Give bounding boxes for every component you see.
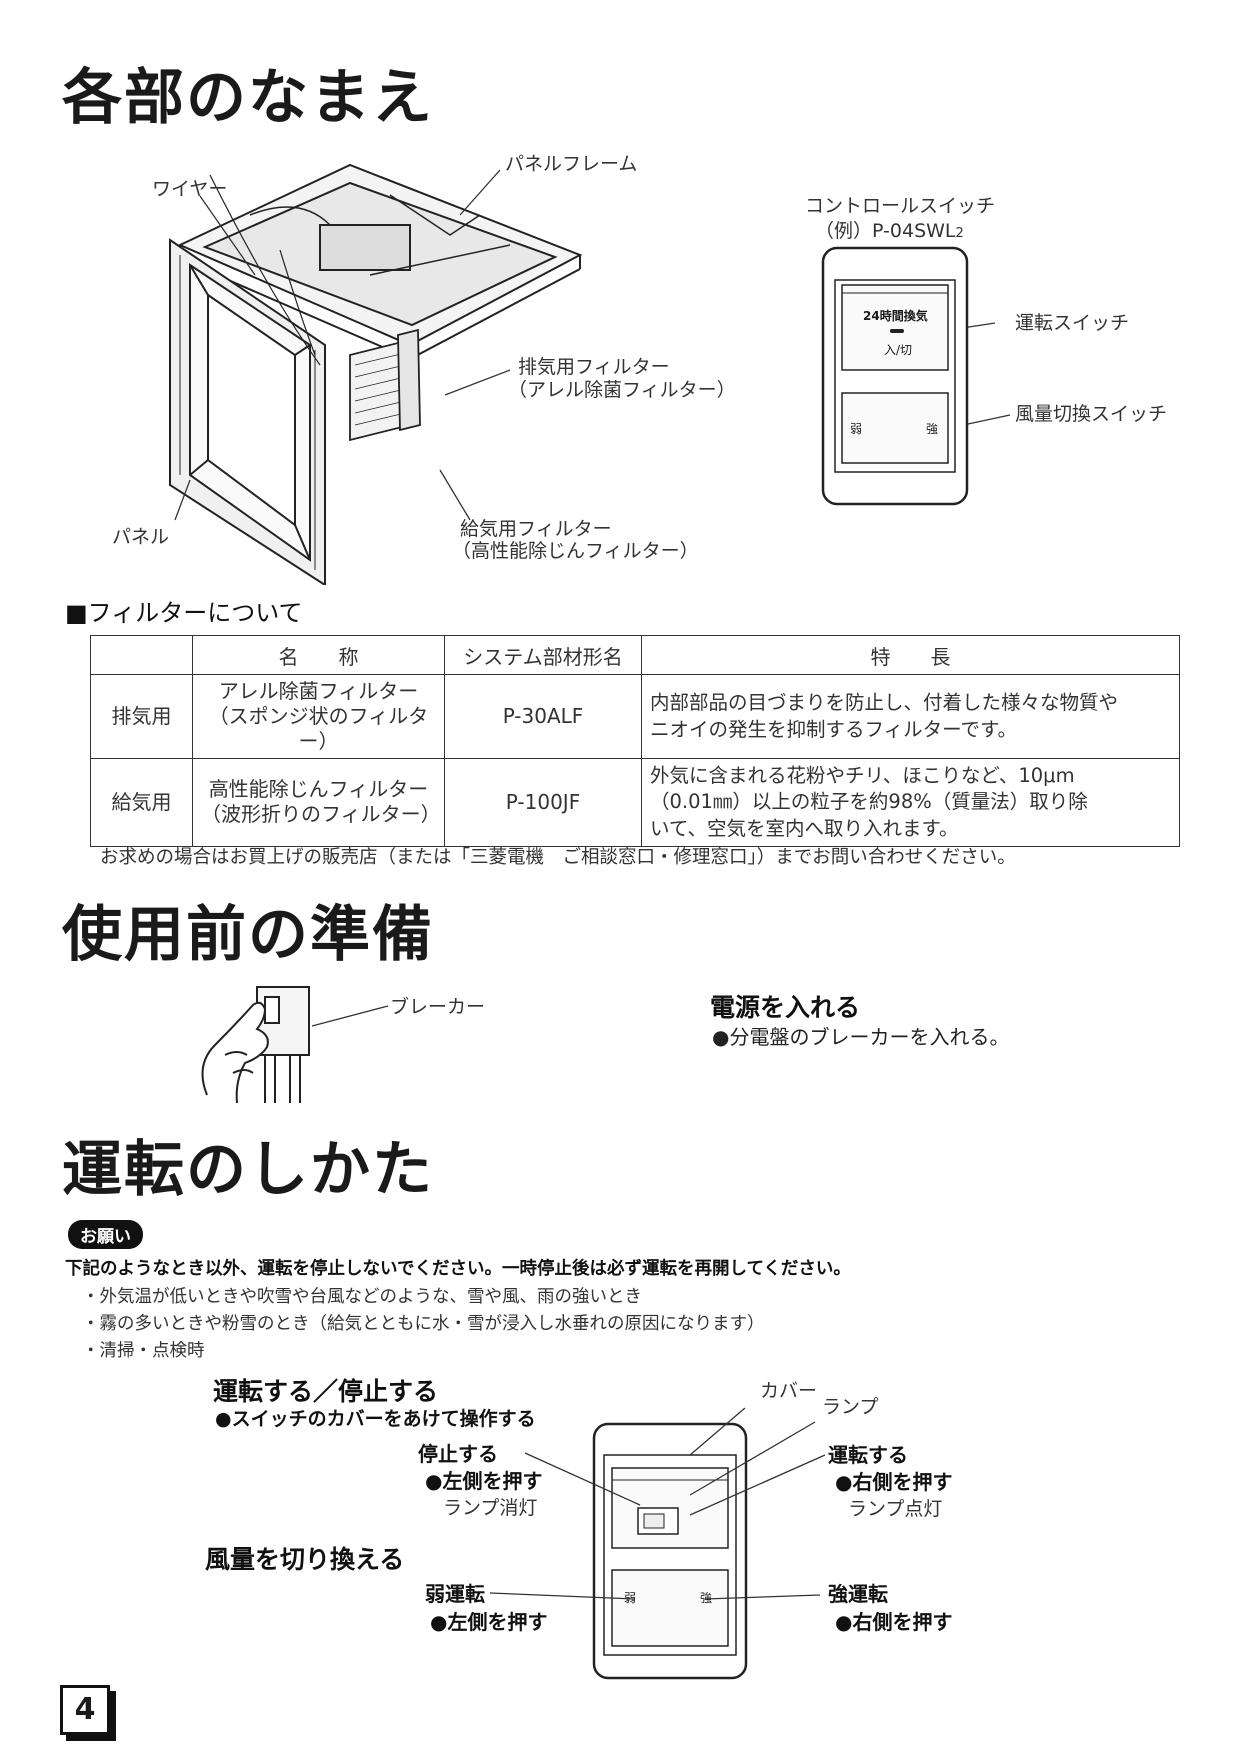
label-exhaust-filter-sub: （アレル除菌フィルター） xyxy=(508,379,736,401)
label-run: 運転する xyxy=(828,1443,908,1467)
page-number: 4 xyxy=(60,1685,110,1735)
op-switch-strong-label: 強 xyxy=(700,1591,713,1605)
table-cell-use: 排気用 xyxy=(90,674,193,759)
label-run-note: ランプ点灯 xyxy=(848,1498,943,1520)
runstop-sub: ●スイッチのカバーをあけて操作する xyxy=(215,1408,536,1430)
filter-purchase-note: お求めの場合はお買上げの販売店（または「三菱電機 ご相談窓口・修理窓口」）までお… xyxy=(100,847,1016,868)
table-cell-model: P-100JF xyxy=(444,758,642,847)
table-header-cell xyxy=(90,635,193,675)
label-wire: ワイヤー xyxy=(152,178,228,200)
breaker-leader-line xyxy=(311,1005,389,1027)
table-cell-model: P-30ALF xyxy=(444,674,642,759)
label-run-action: ●右側を押す xyxy=(835,1470,953,1494)
table-cell-desc: 外気に含まれる花粉やチリ、ほこりなど、10μm（0.01㎜）以上の粒子を約98%… xyxy=(641,758,1180,847)
label-supply-filter-sub: （高性能除じんフィルター） xyxy=(452,540,699,562)
label-cover: カバー xyxy=(760,1380,818,1402)
operation-switch-illustration xyxy=(592,1422,748,1680)
power-item: ●分電盤のブレーカーを入れる。 xyxy=(712,1025,1010,1049)
filter-section-heading: ■フィルターについて xyxy=(65,599,303,627)
switch-weak-label: 弱 xyxy=(850,422,863,436)
label-airflow-switch: 風量切換スイッチ xyxy=(1015,403,1168,425)
table-row: 排気用 アレル除菌フィルター（スポンジ状のフィルター） P-30ALF 内部部品… xyxy=(90,674,1180,759)
label-stop: 停止する xyxy=(418,1442,498,1466)
label-panel: パネル xyxy=(112,526,170,548)
section-title-preparation: 使用前の準備 xyxy=(62,900,434,970)
table-row: 給気用 高性能除じんフィルター（波形折りのフィルター） P-100JF 外気に含… xyxy=(90,758,1180,847)
ventilator-illustration xyxy=(169,163,583,585)
airflow-heading: 風量を切り換える xyxy=(205,1545,405,1574)
part-leader-lines xyxy=(174,169,1011,521)
label-lamp: ランプ xyxy=(822,1396,879,1418)
table-header-cell: 名 称 xyxy=(192,635,445,675)
label-supply-filter: 給気用フィルター xyxy=(460,518,612,540)
switch-24h-label: 24時間換気 xyxy=(863,309,928,323)
table-cell-desc: 内部部品の目づまりを防止し、付着した様々な物質やニオイの発生を抑制するフィルター… xyxy=(641,674,1180,759)
filter-table: 名 称 システム部材形名 特 長 排気用 アレル除菌フィルター（スポンジ状のフィ… xyxy=(90,635,1180,847)
control-switch-illustration xyxy=(821,246,969,506)
bullet-item: ・霧の多いときや粉雪のとき（給気とともに水・雪が浸入し水垂れの原因になります） xyxy=(82,1314,765,1334)
bullet-item: ・清掃・点検時 xyxy=(82,1341,205,1361)
switch-strong-label: 強 xyxy=(926,422,939,436)
operation-leader-lines xyxy=(489,1407,826,1600)
table-header-row: 名 称 システム部材形名 特 長 xyxy=(90,635,1180,675)
op-switch-weak-label: 弱 xyxy=(624,1591,637,1605)
runstop-heading: 運転する／停止する xyxy=(213,1377,439,1406)
label-control-switch: コントロールスイッチ xyxy=(805,195,996,217)
section-title-part-names: 各部のなまえ xyxy=(62,63,434,133)
label-breaker: ブレーカー xyxy=(390,996,486,1018)
table-cell-name: アレル除菌フィルター（スポンジ状のフィルター） xyxy=(192,674,445,759)
power-heading: 電源を入れる xyxy=(710,993,861,1022)
label-strong-action: ●右側を押す xyxy=(835,1610,953,1634)
table-cell-use: 給気用 xyxy=(90,758,193,847)
table-cell-name: 高性能除じんフィルター（波形折りのフィルター） xyxy=(192,758,445,847)
label-strong-run: 強運転 xyxy=(828,1582,888,1606)
label-exhaust-filter: 排気用フィルター xyxy=(518,356,670,378)
request-text: 下記のようなとき以外、運転を停止しないでください。一時停止後は必ず運転を再開して… xyxy=(65,1259,851,1279)
table-header-cell: 特 長 xyxy=(641,635,1180,675)
table-header-cell: システム部材形名 xyxy=(444,635,642,675)
label-run-switch: 運転スイッチ xyxy=(1015,312,1130,334)
label-panel-frame: パネルフレーム xyxy=(505,153,638,175)
breaker-hand-illustration xyxy=(201,986,310,1104)
label-control-switch-model: （例）P-04SWL2 xyxy=(815,220,964,242)
label-weak-action: ●左側を押す xyxy=(430,1610,548,1634)
switch-onoff-label: 入/切 xyxy=(884,343,913,357)
label-stop-note: ランプ消灯 xyxy=(443,1497,538,1519)
label-stop-action: ●左側を押す xyxy=(425,1469,543,1493)
request-badge: お願い xyxy=(68,1220,143,1249)
label-weak-run: 弱運転 xyxy=(425,1582,485,1606)
bullet-item: ・外気温が低いときや吹雪や台風などのような、雪や風、雨の強いとき xyxy=(82,1287,642,1307)
section-title-operation: 運転のしかた xyxy=(62,1135,434,1205)
